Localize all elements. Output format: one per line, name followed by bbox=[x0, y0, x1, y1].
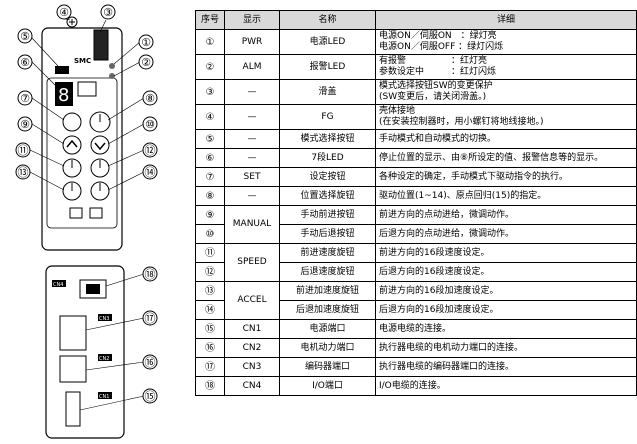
callout-14: ⑭ bbox=[145, 166, 156, 179]
table-row: ⑧ — 位置选择旋钮 驱动位置(1~14)、原点回归(15)的指定。 bbox=[195, 186, 637, 206]
callout-16: ⑯ bbox=[145, 356, 156, 369]
callout-15: ⑮ bbox=[145, 390, 156, 403]
svg-text:CN3: CN3 bbox=[99, 316, 109, 322]
callout-6: ⑥ bbox=[20, 56, 30, 69]
cn2-tag bbox=[98, 354, 112, 361]
header-detail: 详细 bbox=[375, 10, 637, 30]
callout-17: ⑰ bbox=[145, 312, 156, 325]
svg-text:CN4: CN4 bbox=[53, 282, 63, 288]
seven-seg-led bbox=[55, 82, 73, 106]
set-button-icon bbox=[62, 112, 82, 132]
table-row: ① PWR 电源LED 电源ON／伺服ON ：绿灯亮电源ON／伺服OFF ：绿灯… bbox=[195, 29, 637, 55]
callout-10: ⑩ bbox=[145, 118, 155, 131]
callout-11: ⑪ bbox=[18, 144, 29, 157]
callout-12: ⑫ bbox=[145, 144, 156, 157]
header-no: 序号 bbox=[195, 10, 225, 30]
smc-logo: SMC bbox=[74, 57, 91, 65]
callout-13: ⑬ bbox=[18, 166, 29, 179]
callout-8: ⑧ bbox=[145, 92, 155, 105]
table-row: ⑱ CN4 I/O端口 I/O电缆的连接。 bbox=[195, 376, 637, 396]
callout-18: ⑱ bbox=[145, 268, 156, 281]
callout-7: ⑦ bbox=[20, 92, 30, 105]
cn2-port bbox=[59, 355, 87, 383]
svg-text:8: 8 bbox=[58, 85, 69, 106]
callout-3: ③ bbox=[103, 6, 113, 19]
manual-forward-button-icon bbox=[62, 135, 82, 155]
cn4-tag bbox=[52, 280, 66, 287]
spec-table: 序号 显示 名称 详细 ① PWR 电源LED 电源ON／伺服ON ：绿灯亮电源… bbox=[195, 10, 637, 396]
callout-9: ⑨ bbox=[20, 118, 30, 131]
cn1-tag bbox=[98, 392, 112, 399]
table-row: ⑪ SPEED 前进速度旋钮 前进方向的16段速度设定。 bbox=[195, 243, 637, 282]
slide-cover bbox=[93, 29, 109, 61]
table-row: ④ — FG 壳体接地(在安装控制器时，用小螺钉将地线接地。) bbox=[195, 104, 637, 130]
table-row: ⑰ CN3 编码器端口 执行器电缆的编码器端口的连接。 bbox=[195, 357, 637, 377]
alm-led-icon bbox=[109, 73, 115, 79]
cn3-port bbox=[59, 315, 87, 351]
callout-2: ② bbox=[141, 56, 151, 69]
pwr-led-icon bbox=[109, 63, 115, 69]
cn3-tag bbox=[98, 314, 112, 321]
callout-4: ④ bbox=[59, 6, 69, 19]
svg-text:CN1: CN1 bbox=[99, 394, 109, 400]
table-header-row: 序号 显示 名称 详细 bbox=[195, 10, 637, 30]
callout-5: ⑤ bbox=[20, 30, 30, 43]
callout-1: ① bbox=[141, 36, 151, 49]
table-row: ⑦ SET 设定按钮 各种设定的确定，手动模式下驱动指令的执行。 bbox=[195, 167, 637, 187]
table-row: ③ — 滑盖 模式选择按钮SW的变更保护(SW变更后，请关闭滑盖。) bbox=[195, 79, 637, 105]
controller-diagram: SMC 8 CN4 CN3 bbox=[0, 0, 195, 444]
controller-drawing: SMC 8 CN4 CN3 bbox=[15, 4, 158, 439]
table-row: ⑭ 后退加速度旋钮 后退方向的16段加速度设定。 bbox=[195, 300, 637, 320]
mode-button bbox=[77, 81, 97, 97]
svg-text:CN2: CN2 bbox=[99, 356, 109, 362]
manual-back-button-icon bbox=[90, 135, 110, 155]
table-row: ⑯ CN2 电机动力端口 执行器电缆的电机动力端口的连接。 bbox=[195, 338, 637, 358]
header-name: 名称 bbox=[279, 10, 376, 30]
table-row: ② ALM 报警LED 有报警 ：红灯亮参数设定中 ：红灯闪烁 bbox=[195, 54, 637, 80]
header-display: 显示 bbox=[224, 10, 280, 30]
table-row: ⑥ — 7段LED 停止位置的显示、由⑧所设定的值、报警信息等的显示。 bbox=[195, 148, 637, 168]
table-row: ⑨ MANUAL 手动前进按钮 前进方向的点动进给，微调动作。 bbox=[195, 205, 637, 244]
cn1-port bbox=[65, 391, 81, 427]
table-row: ⑤ — 模式选择按钮 手动模式和自动模式的切换。 bbox=[195, 129, 637, 149]
mode-switch bbox=[55, 66, 69, 74]
table-row: ⑬ ACCEL 前进加速度旋钮 前进方向的16段加速度设定。 bbox=[195, 281, 637, 320]
table-row: ⑮ CN1 电源端口 电源电缆的连接。 bbox=[195, 319, 637, 339]
